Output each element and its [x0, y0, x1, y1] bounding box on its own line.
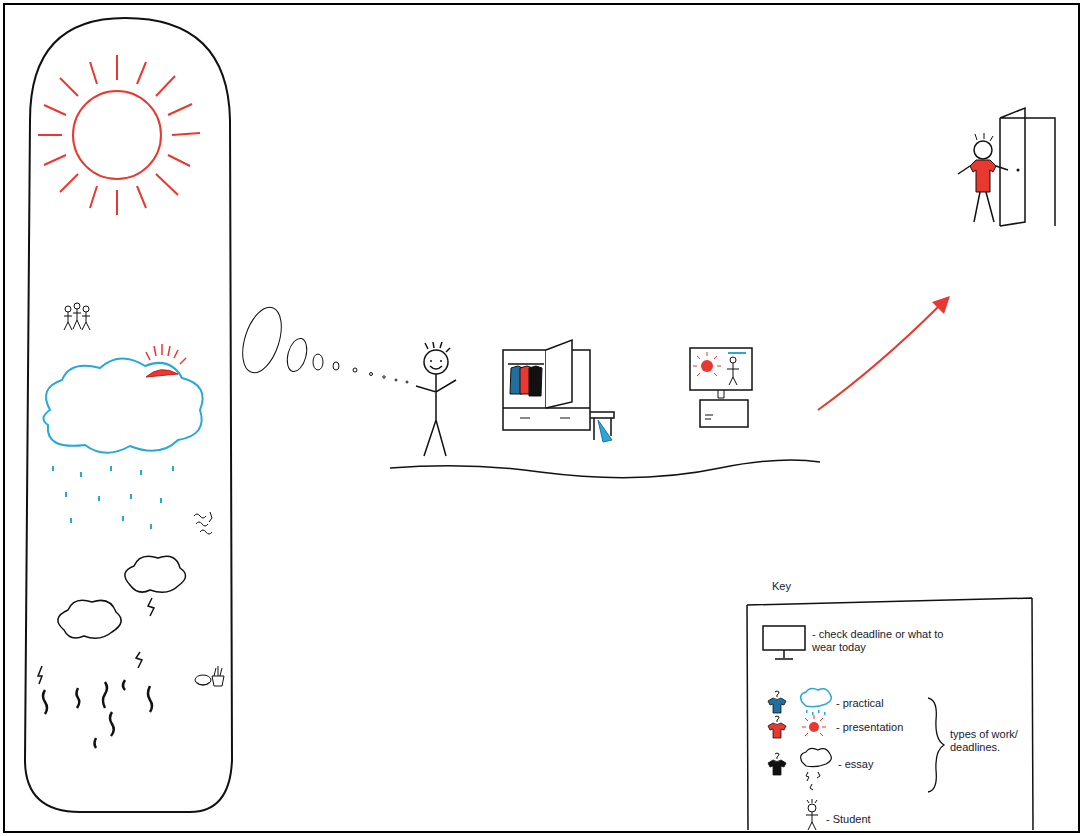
hanger [775, 691, 779, 697]
legend-swatch [768, 760, 786, 775]
page-frame [4, 4, 1079, 832]
small-figures [194, 512, 212, 534]
door-exit [958, 108, 1055, 226]
legend-text: - check deadline or what to wear today [812, 628, 962, 654]
hanger [775, 753, 779, 759]
sun [38, 55, 200, 215]
storm-clouds [38, 556, 186, 748]
legend-text: - essay [838, 758, 873, 771]
hanger [775, 716, 779, 722]
ground-line [390, 460, 820, 478]
people-group [64, 303, 90, 330]
shirt-swatch [766, 752, 788, 776]
student-figure [416, 342, 456, 456]
weather-capsule [25, 18, 232, 812]
legend-text: - presentation [836, 721, 903, 734]
legend-text: - practical [836, 697, 884, 710]
items [195, 666, 224, 686]
legend-text: - Student [826, 813, 871, 826]
rain-cloud [43, 344, 202, 529]
wardrobe [503, 340, 614, 442]
legend-swatch [768, 723, 786, 738]
shirt-swatch [766, 690, 788, 714]
thought-bubbles [235, 302, 408, 383]
legend-swatch [768, 698, 786, 713]
computer [690, 348, 752, 427]
shirt-swatch [766, 715, 788, 739]
brace-label: types of work/ deadlines. [950, 728, 1028, 754]
key-box [747, 598, 1033, 830]
key-heading: Key [772, 580, 791, 593]
red-arrow [818, 296, 950, 410]
